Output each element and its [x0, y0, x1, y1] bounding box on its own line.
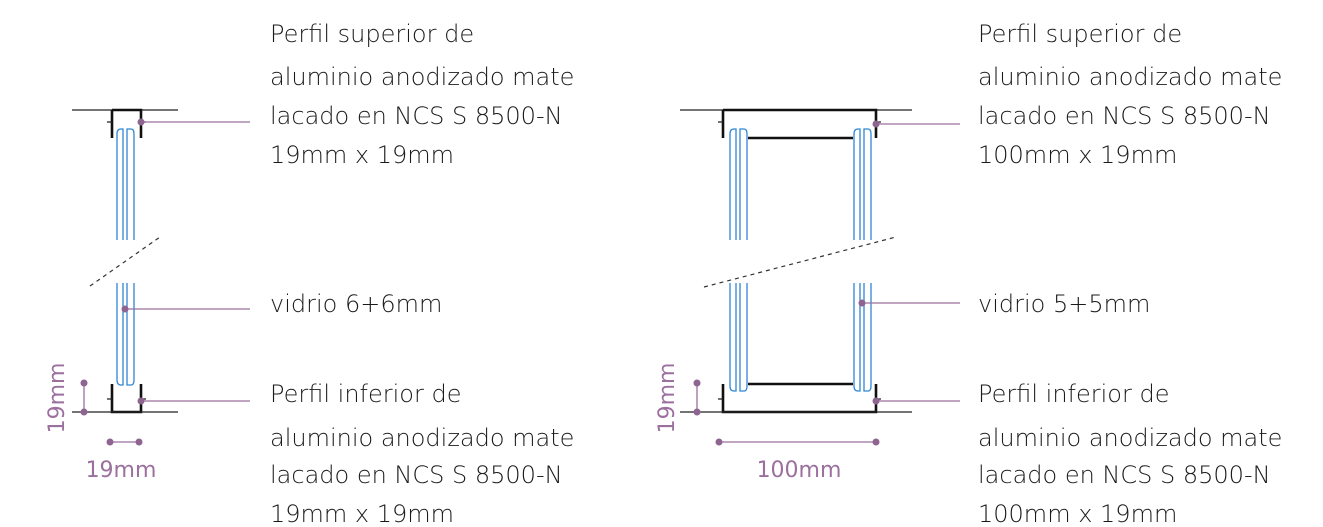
right-glass-upper: [729, 128, 872, 240]
left-bottom-profile-label: Perfil inferior de aluminio anodizado ma…: [270, 380, 582, 527]
right-glass-leader-dot: [858, 299, 866, 307]
left-dim-height-dot-top: [80, 379, 88, 387]
right-top-profile: [721, 108, 878, 140]
right-break-line: [703, 236, 897, 288]
right-glass-label: vidrio 5+5mm: [978, 290, 1150, 318]
right-dim-width-dot-right: [872, 438, 880, 446]
left-bottom-leader-dot: [137, 397, 145, 405]
right-bottom-profile-label: Perfil inferior de aluminio anodizado ma…: [978, 380, 1290, 527]
left-dim-width-label: 19mm: [86, 458, 157, 483]
right-top-profile-label: Perfil superior de aluminio anodizado ma…: [978, 20, 1290, 169]
left-detail: 19mm 19mm Perfil superior de aluminio an…: [45, 20, 582, 527]
left-dim-width-dot-left: [106, 438, 114, 446]
right-glass-lower: [729, 283, 872, 392]
left-bottom-profile: [110, 384, 143, 414]
right-dim-height-label: 19mm: [655, 363, 680, 434]
left-glass-upper: [116, 128, 135, 240]
left-dim-height-label: 19mm: [45, 363, 70, 434]
left-top-profile: [110, 108, 143, 138]
left-dim-width-dot-right: [135, 438, 143, 446]
right-top-leader-dot: [872, 120, 880, 128]
left-break-line: [89, 236, 161, 287]
right-dim-height-dot-bottom: [693, 408, 701, 416]
left-glass-lower: [116, 283, 135, 386]
left-top-profile-label: Perfil superior de aluminio anodizado ma…: [270, 20, 582, 169]
right-dim-width-label: 100mm: [757, 458, 842, 483]
right-bottom-leader-dot: [872, 397, 880, 405]
left-dim-height-dot-bottom: [80, 408, 88, 416]
left-top-leader-dot: [137, 118, 145, 126]
right-bottom-profile: [721, 382, 878, 414]
left-glass-label: vidrio 6+6mm: [270, 290, 442, 318]
right-dim-width-dot-left: [715, 438, 723, 446]
right-dim-height-dot-top: [693, 379, 701, 387]
left-glass-leader-dot: [121, 305, 129, 313]
right-detail: 19mm 100mm Perfil superior de aluminio a…: [655, 20, 1290, 527]
